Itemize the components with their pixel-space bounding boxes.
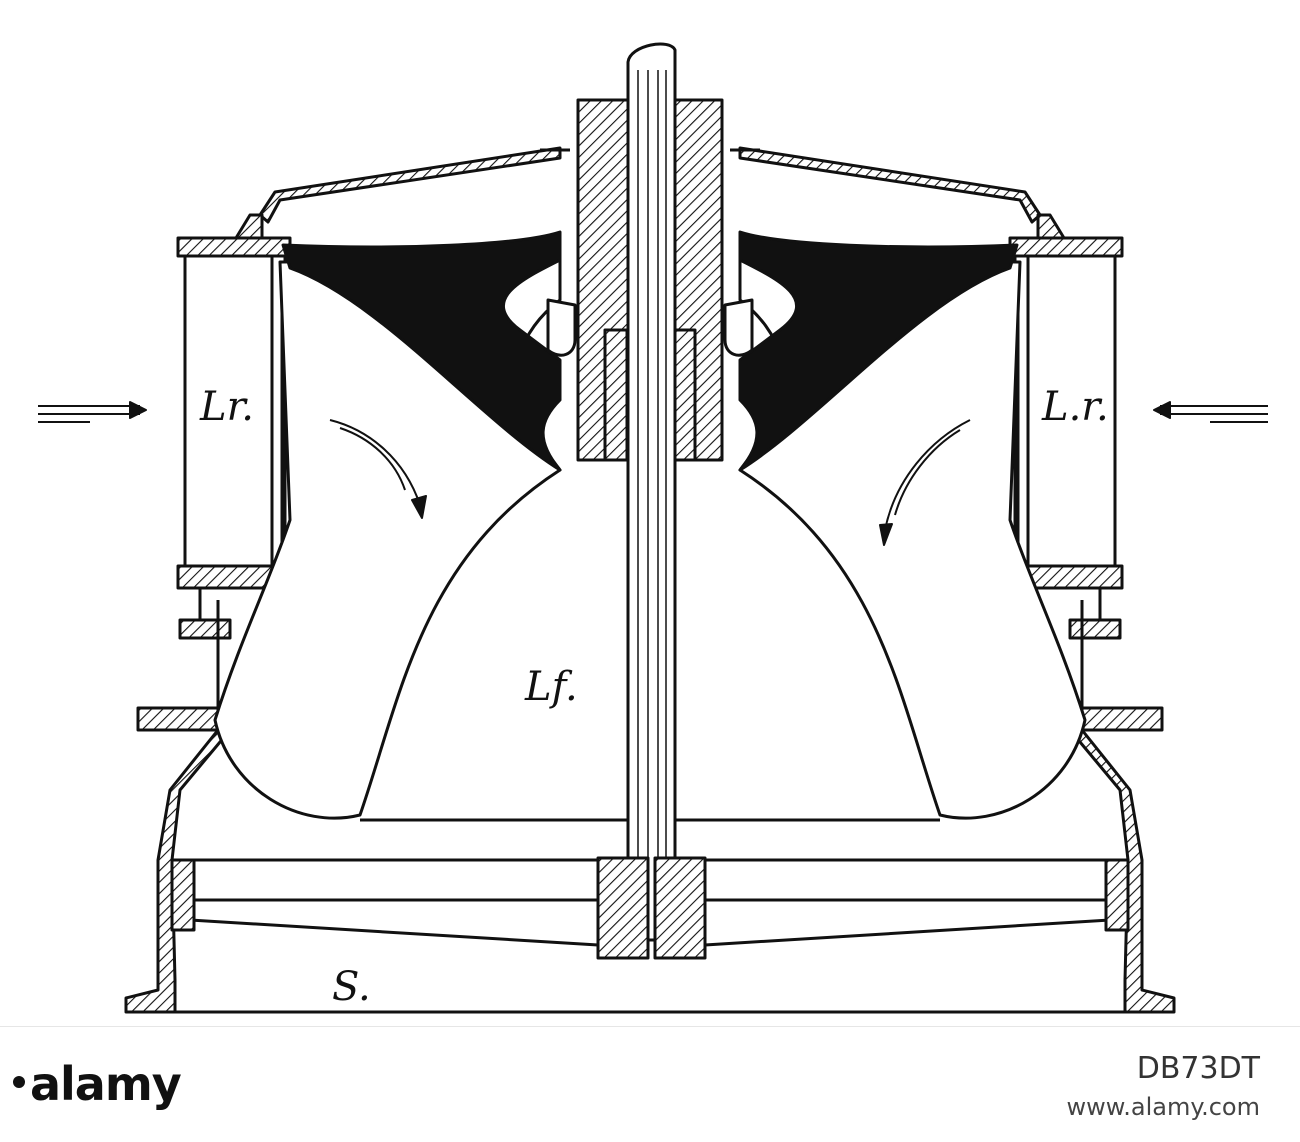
watermark-url: www.alamy.com bbox=[1066, 1093, 1260, 1121]
shaft bbox=[626, 42, 677, 942]
watermark-logo: alamy bbox=[30, 1057, 182, 1111]
flow-arrow-left bbox=[329, 419, 427, 519]
hub bbox=[576, 98, 724, 462]
flow-arrow-right bbox=[879, 419, 971, 546]
alamy-logo-mark-icon bbox=[13, 1076, 25, 1088]
footstep-bearing bbox=[596, 856, 707, 960]
watermark-bar: alamy DB73DT www.alamy.com bbox=[0, 1026, 1300, 1142]
label-right-inlet: L.r. bbox=[1041, 384, 1109, 430]
casing bbox=[124, 588, 1176, 1014]
label-draft-base: S. bbox=[332, 964, 371, 1010]
turbine-cross-section-diagram: Lr. L.r. Lf. S. bbox=[38, 42, 1268, 1014]
inflow-arrow-left bbox=[38, 401, 147, 423]
watermark-image-id: DB73DT bbox=[1136, 1051, 1260, 1086]
inflow-arrow-right bbox=[1153, 401, 1268, 423]
label-runner: Lf. bbox=[524, 664, 578, 710]
guide-ring-right bbox=[1008, 254, 1117, 580]
label-left-inlet: Lr. bbox=[199, 384, 254, 430]
bridge-beam bbox=[170, 858, 1130, 947]
runner bbox=[213, 230, 1087, 822]
top-cover bbox=[258, 146, 1042, 224]
upper-flange bbox=[176, 213, 1124, 258]
